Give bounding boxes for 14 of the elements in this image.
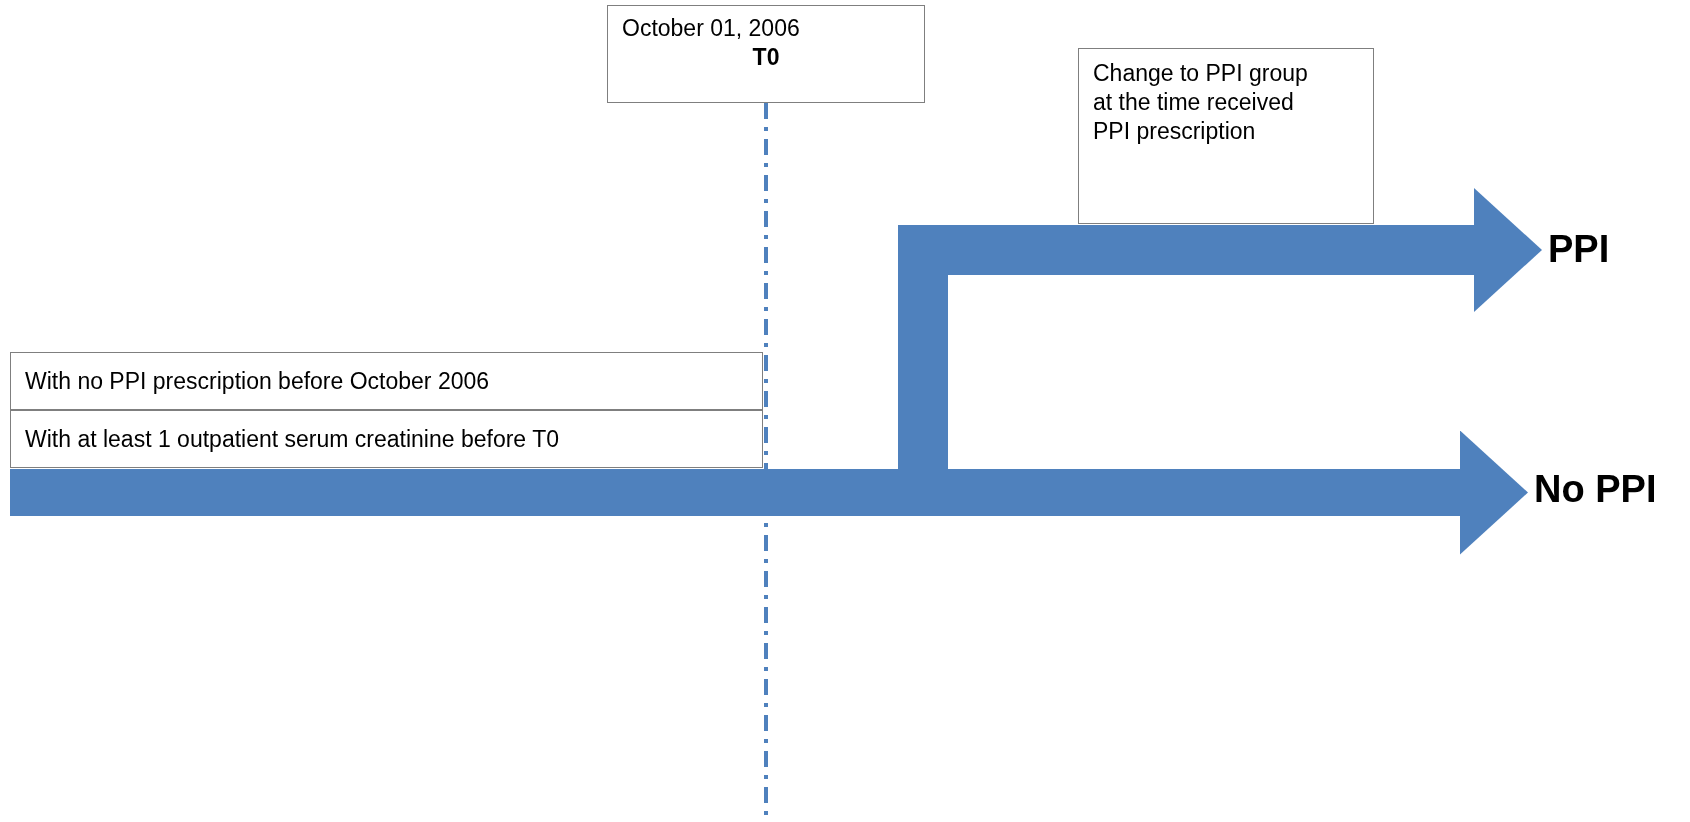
text-box	[10, 352, 763, 410]
note-text: With no PPI prescription before October 2006	[25, 366, 490, 396]
reference-line	[764, 103, 768, 818]
group-label: No PPI	[1534, 467, 1657, 512]
group-label: PPI	[1548, 227, 1610, 272]
text-box	[1078, 48, 1374, 224]
date-label: October 01, 2006	[622, 14, 800, 43]
note-text: With at least 1 outpatient serum creatinine before T0	[25, 424, 559, 454]
note-text: Change to PPI group at the time received PPI prescription	[1093, 59, 1309, 146]
block-arrow	[898, 188, 1542, 470]
block-arrow	[10, 430, 1528, 555]
text-box	[607, 5, 925, 103]
text-box	[10, 410, 763, 468]
time-zero-label: T0	[752, 42, 780, 72]
